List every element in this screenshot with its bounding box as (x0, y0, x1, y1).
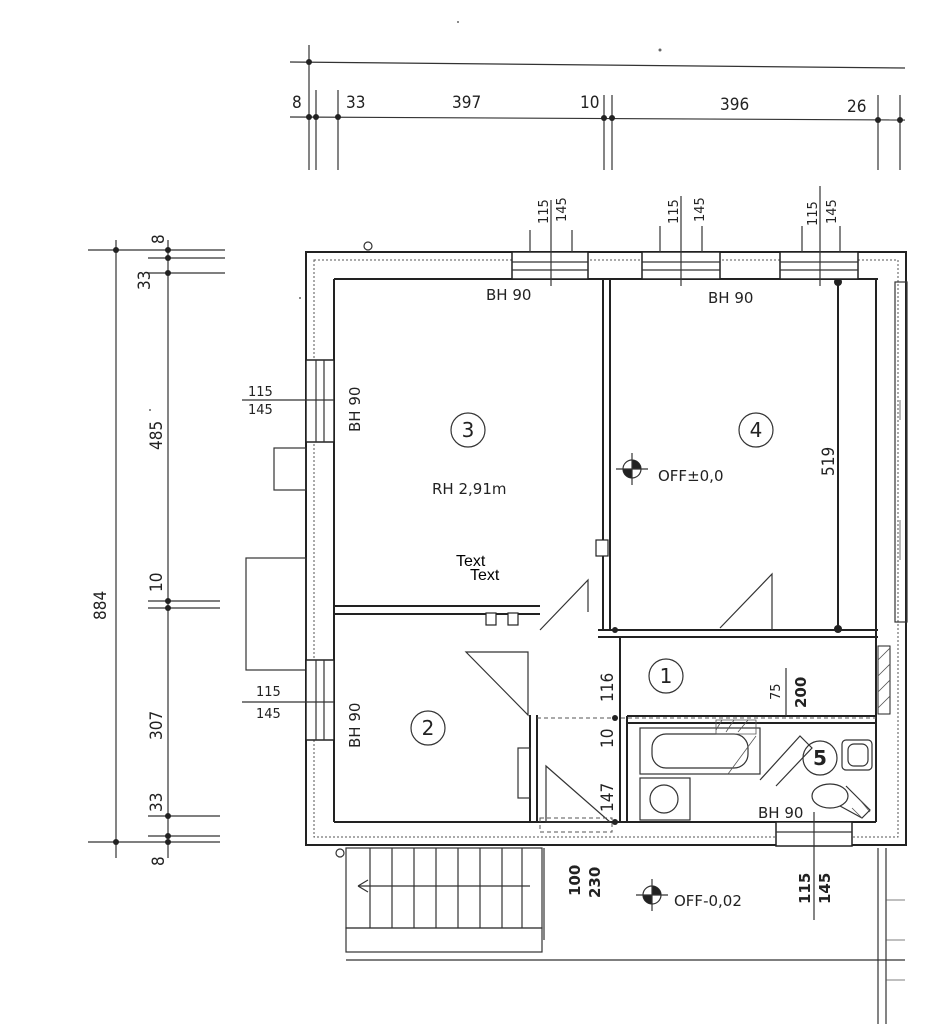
opening-top1-145: 145 (555, 197, 570, 222)
room-number-2: 2 (422, 716, 435, 740)
bh-label-left-lower: BH 90 (346, 703, 364, 748)
room-number-1: 1 (660, 664, 673, 688)
room-marker-3: 3 (450, 412, 486, 448)
opening-bottom-145: 145 (816, 873, 834, 904)
level-label-upper: OFF±0,0 (658, 467, 724, 485)
top-dim-10: 10 (580, 93, 599, 113)
ceiling-height-label: RH 2,91m (432, 480, 506, 498)
left-dim-total-884: 884 (91, 591, 111, 620)
opening-left1-145: 145 (248, 403, 273, 418)
opening-left1-115: 115 (248, 385, 273, 400)
bh-label-top-right: BH 90 (708, 289, 753, 307)
top-dim-397: 397 (452, 93, 481, 113)
sink (841, 739, 873, 771)
top-dim-26: 26 (847, 97, 866, 117)
room-marker-2: 2 (410, 710, 446, 746)
dim-230: 230 (586, 867, 604, 898)
left-dim-33-bottom: 33 (147, 793, 167, 812)
room-number-4: 4 (750, 418, 763, 442)
level-marker-upper (616, 453, 648, 485)
room-marker-5: 5 (802, 740, 838, 776)
top-dimension-chain: 8 33 397 10 396 26 (289, 45, 906, 170)
bh-label-top-left: BH 90 (486, 286, 531, 304)
room-marker-4: 4 (738, 412, 774, 448)
bh-label-left-upper: BH 90 (346, 387, 364, 432)
opening-top2-145: 145 (693, 197, 708, 222)
door-swings (464, 572, 773, 833)
interior-walls (245, 278, 908, 825)
window-top-left (511, 200, 589, 286)
dim-200: 200 (792, 677, 810, 708)
bathtub (639, 719, 761, 775)
opening-top3-115: 115 (806, 201, 821, 226)
top-dim-8: 8 (292, 93, 302, 113)
window-left-upper (242, 359, 335, 443)
left-dimension-chain: 8 33 485 10 307 33 8 884 (88, 234, 225, 866)
level-marker-lower (636, 879, 668, 911)
dim-147: 147 (598, 783, 618, 812)
room-number-5: 5 (813, 746, 827, 770)
overlay-text-2: Text (470, 567, 500, 584)
top-dim-396: 396 (720, 95, 749, 115)
window-top-middle (641, 196, 721, 286)
opening-top2-115: 115 (667, 199, 682, 224)
dim-100: 100 (566, 865, 584, 896)
window-top-right (779, 186, 859, 286)
dim-75: 75 (769, 683, 784, 700)
stairs (345, 847, 905, 1024)
room-number-3: 3 (462, 418, 475, 442)
washing-machine (639, 777, 691, 821)
opening-top3-145: 145 (825, 199, 840, 224)
opening-top1-115: 115 (537, 199, 552, 224)
opening-bottom-115: 115 (796, 873, 814, 904)
room-marker-1: 1 (648, 658, 684, 694)
dim-116: 116 (598, 673, 618, 702)
window-left-lower (242, 659, 335, 741)
left-dim-10: 10 (147, 573, 167, 592)
left-dim-8-bottom: 8 (149, 856, 169, 866)
window-bottom-bath (775, 812, 853, 920)
left-dim-8-top: 8 (149, 234, 169, 244)
left-dim-485: 485 (147, 421, 167, 450)
left-dim-33-top: 33 (135, 271, 155, 290)
bh-label-bath: BH 90 (758, 804, 803, 822)
left-dim-307: 307 (147, 711, 167, 740)
dim-519: 519 (819, 447, 839, 476)
toilet (811, 783, 871, 819)
top-dim-33: 33 (346, 93, 365, 113)
opening-left2-145: 145 (256, 707, 281, 722)
dim-10-inner: 10 (598, 729, 618, 748)
overlay-text-1: Text (456, 553, 486, 570)
level-label-lower: OFF-0,02 (674, 892, 742, 910)
opening-left2-115: 115 (256, 685, 281, 700)
